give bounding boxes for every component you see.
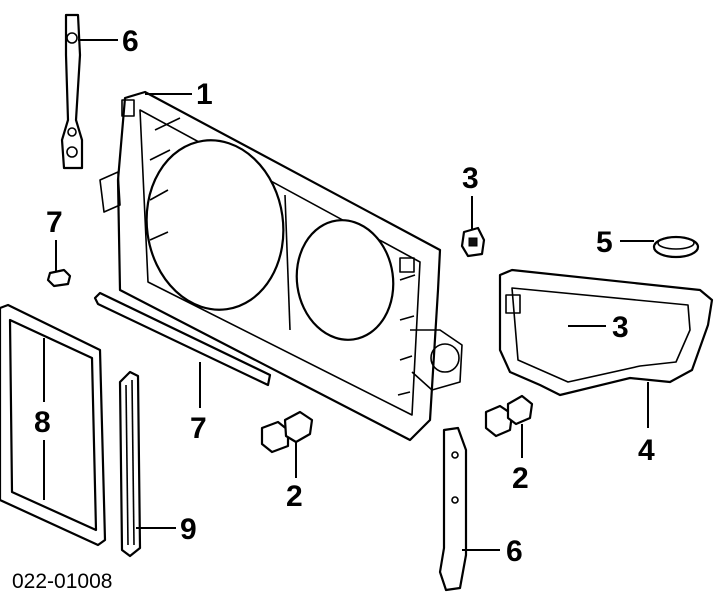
callout-1: 1 bbox=[196, 78, 213, 111]
callout-5: 5 bbox=[596, 226, 613, 259]
callout-7-left: 7 bbox=[46, 206, 63, 239]
callout-3-top: 3 bbox=[462, 162, 479, 195]
callout-4: 4 bbox=[638, 434, 655, 467]
grommet bbox=[652, 235, 700, 259]
callout-9: 9 bbox=[180, 513, 197, 546]
callout-2-left: 2 bbox=[286, 480, 303, 513]
seal-strip bbox=[93, 291, 272, 387]
bracket-strip-top bbox=[60, 13, 84, 170]
bolt-right bbox=[484, 394, 534, 438]
callout-7-center: 7 bbox=[190, 412, 207, 445]
radiator-support-frame bbox=[99, 90, 463, 442]
seal-strip-vertical bbox=[118, 370, 142, 558]
bolt-left bbox=[260, 410, 314, 454]
leader-lines bbox=[43, 39, 654, 551]
clip-small bbox=[46, 268, 72, 288]
bracket-strip-lower bbox=[438, 426, 468, 592]
seal-frame bbox=[0, 303, 107, 547]
nut-top bbox=[460, 226, 486, 258]
callout-6-bottom: 6 bbox=[506, 535, 523, 568]
callout-8: 8 bbox=[34, 406, 51, 439]
diagram-code: 022-01008 bbox=[12, 570, 112, 593]
callout-2-right: 2 bbox=[512, 462, 529, 495]
cross-member-bracket bbox=[498, 268, 714, 397]
callout-6-top: 6 bbox=[122, 25, 139, 58]
callout-3-right: 3 bbox=[612, 311, 629, 344]
